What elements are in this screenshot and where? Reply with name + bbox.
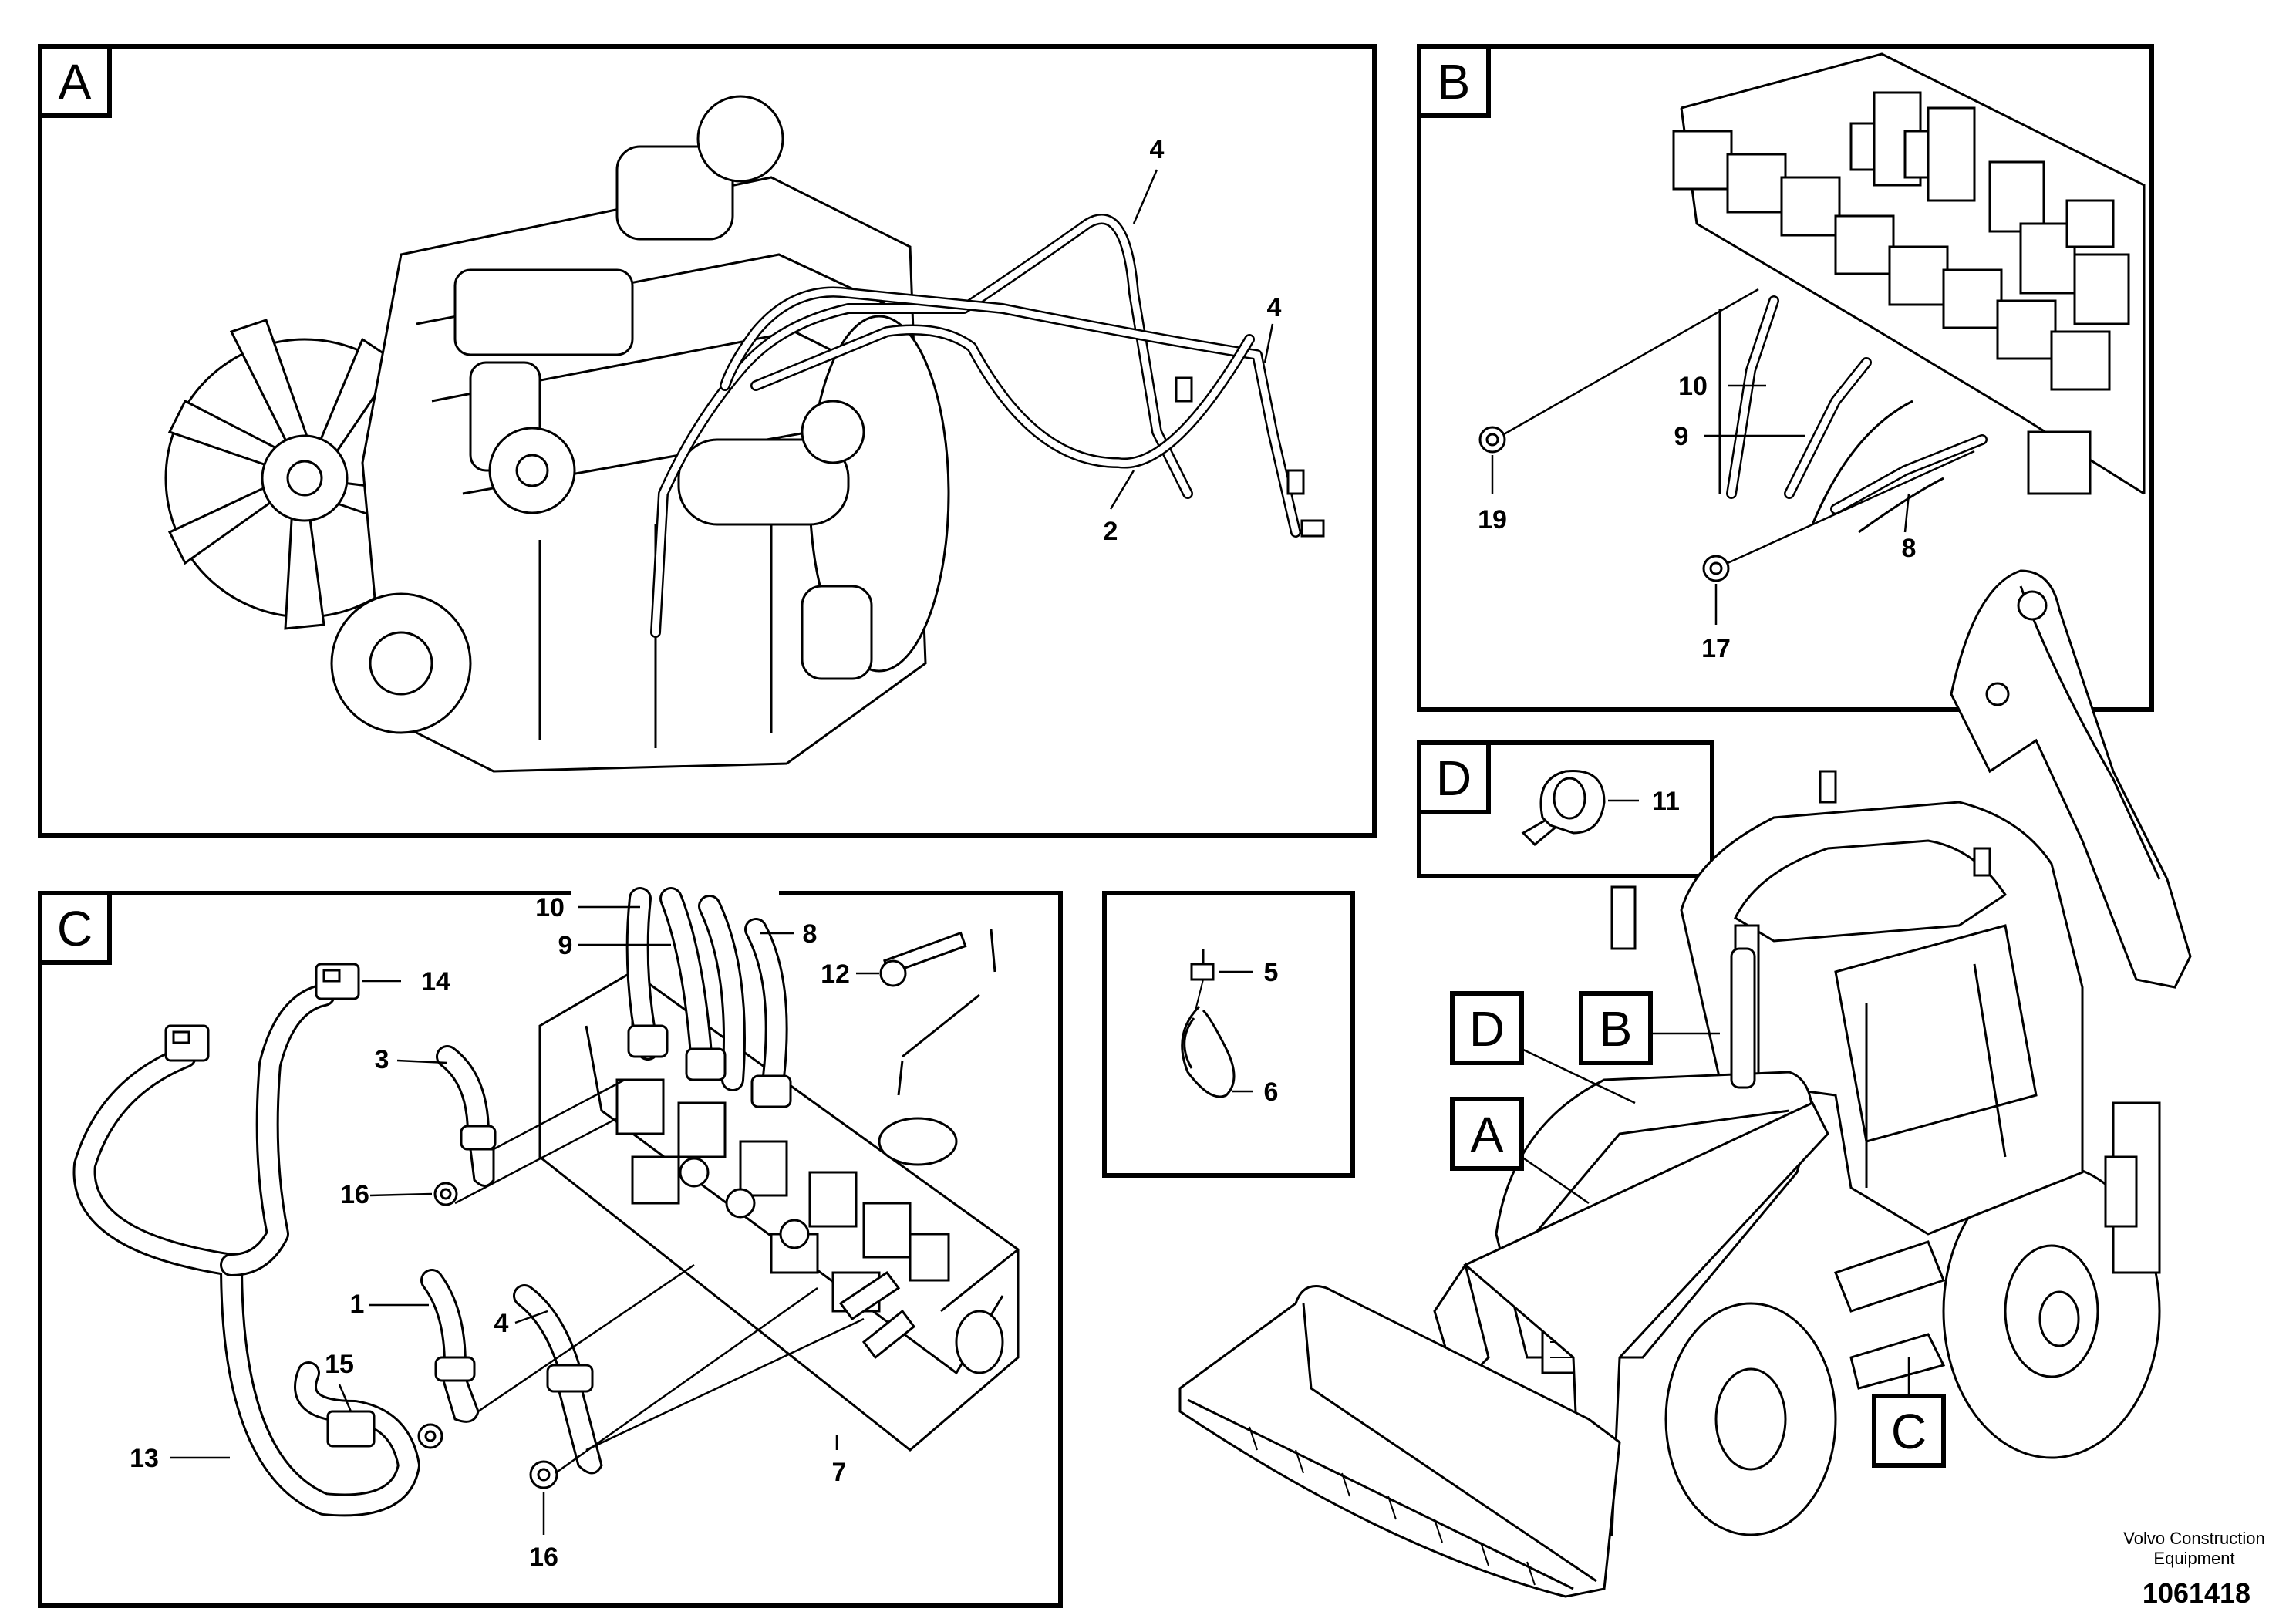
callout-c-16: 16 <box>529 1543 558 1572</box>
machine-tag-a: A <box>1471 1107 1504 1162</box>
footer-company-line1: Volvo Construction <box>2123 1529 2264 1548</box>
view-e-frame <box>1102 891 1355 1178</box>
fuse-box-cables <box>625 887 792 1108</box>
callout-b-17: 17 <box>1701 634 1731 663</box>
view-b-frame <box>1417 44 2154 712</box>
machine-tag-b: B <box>1600 1001 1633 1057</box>
machine-tags: D B A C <box>1450 991 1946 1468</box>
machine-tag-d: D <box>1469 1001 1505 1057</box>
view-a-tag: A <box>59 54 92 110</box>
starter-motor <box>677 438 850 526</box>
callout-b-19: 19 <box>1478 505 1507 534</box>
callout-e-5: 5 <box>1264 958 1279 987</box>
view-c-tag: C <box>57 901 93 956</box>
callout-b-8: 8 <box>1902 534 1917 563</box>
view-a: A <box>38 44 1377 838</box>
cable-tie <box>1181 949 1236 1098</box>
view-c-frame <box>38 891 1063 1608</box>
view-a-tag-box <box>38 44 112 118</box>
engine-cables <box>650 214 1325 638</box>
callout-c-3: 3 <box>375 1045 389 1074</box>
view-b-tag: B <box>1438 54 1471 110</box>
turbocharger <box>615 145 734 241</box>
cable-boots <box>420 1045 603 1475</box>
footer: Volvo Construction Equipment 1061418 <box>2123 1529 2264 1609</box>
callout-c-13: 13 <box>130 1444 159 1473</box>
view-b-tag-box <box>1417 44 1491 118</box>
connector-15 <box>326 1410 376 1448</box>
loader-bucket <box>1178 1285 1621 1598</box>
view-c: C <box>38 887 1063 1608</box>
relay-cables <box>1718 295 1988 534</box>
engine-illustration <box>164 95 950 773</box>
callout-c-8: 8 <box>803 919 818 949</box>
view-c-tag-box <box>38 891 112 965</box>
callout-c-7: 7 <box>832 1458 847 1487</box>
callout-c-12: 12 <box>821 959 850 989</box>
fuse-box-illustration <box>538 970 1020 1452</box>
fasteners <box>417 929 996 1489</box>
backhoe-loader <box>1178 569 2192 1598</box>
callout-b-10: 10 <box>1678 372 1708 401</box>
view-e: 5 6 <box>1102 891 1355 1178</box>
callout-c-15: 15 <box>325 1350 354 1379</box>
view-a-frame <box>38 44 1377 838</box>
machine-tag-c: C <box>1891 1404 1927 1459</box>
callout-c-4: 4 <box>494 1309 509 1338</box>
view-d: D 11 <box>1417 740 1714 878</box>
callout-d-11: 11 <box>1652 787 1680 816</box>
view-b: B <box>1417 44 2154 712</box>
view-d-tag-box <box>1417 740 1491 814</box>
callout-c-9: 9 <box>558 931 573 960</box>
callout-c-14: 14 <box>421 967 450 996</box>
callout-a-2: 2 <box>1104 517 1118 546</box>
backhoe-boom <box>1950 569 2192 989</box>
cable-clamp <box>1521 770 1606 847</box>
footer-company-line2: Equipment <box>2153 1549 2234 1568</box>
callout-c-18: 16 <box>340 1180 369 1209</box>
callout-b-9: 9 <box>1674 422 1689 451</box>
callout-e-6: 6 <box>1264 1077 1279 1107</box>
relay-box-illustration <box>1672 52 2146 495</box>
callout-a-3: 4 <box>1150 135 1165 164</box>
callout-c-1: 1 <box>350 1290 365 1319</box>
callout-a-4: 4 <box>1267 293 1282 322</box>
footer-part-number: 1061418 <box>2143 1577 2250 1609</box>
harness-13 <box>72 963 420 1517</box>
view-d-tag: D <box>1436 750 1472 806</box>
view-c-leaders <box>454 1078 865 1475</box>
callout-c-10: 10 <box>535 893 565 922</box>
